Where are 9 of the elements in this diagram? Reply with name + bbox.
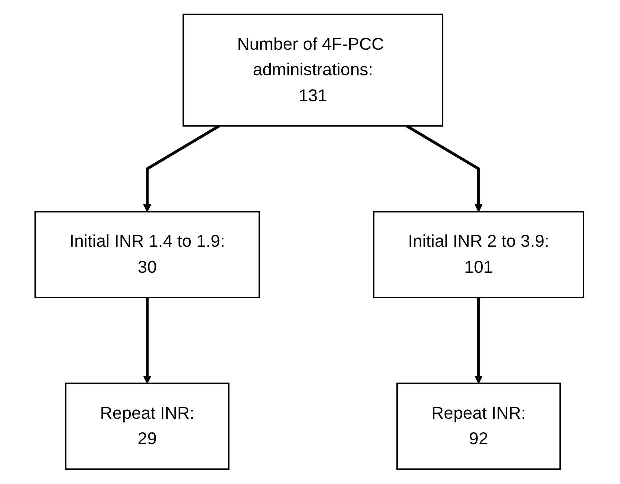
node-box: Initial INR 1.4 to 1.9: 30 — [35, 211, 261, 298]
arrow — [144, 124, 221, 212]
arrow — [406, 124, 484, 212]
node-box: Repeat INR: 92 — [397, 382, 562, 470]
arrow — [475, 298, 484, 384]
node-box: Repeat INR: 29 — [66, 382, 230, 470]
node-box: Number of 4F-PCC administrations: 131 — [183, 14, 444, 127]
node-box: Initial INR 2 to 3.9: 101 — [374, 211, 585, 298]
arrow — [144, 298, 152, 384]
